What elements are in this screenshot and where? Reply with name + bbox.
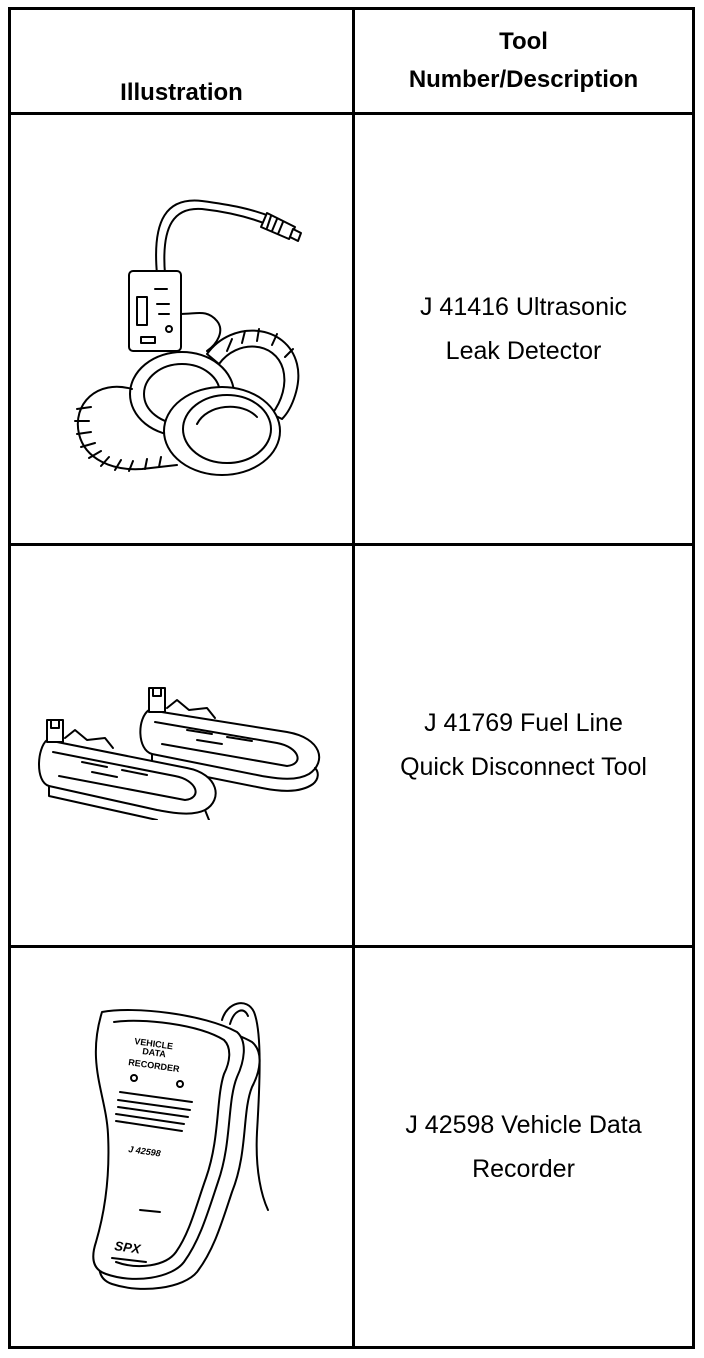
- table-row: J 41769 Fuel Line Quick Disconnect Tool: [8, 542, 695, 949]
- table-row: VEHICLE DATA RECORDER J 42598 SPX J 4259…: [8, 945, 695, 1349]
- tool-description-line1: J 41769 Fuel Line: [424, 709, 623, 738]
- tool-description-line1: J 42598 Vehicle Data: [405, 1111, 642, 1140]
- tool-description-cell: J 41769 Fuel Line Quick Disconnect Tool: [352, 542, 695, 949]
- header-tool-line2: Number/Description: [408, 65, 639, 93]
- tool-description-cell: J 41416 Ultrasonic Leak Detector: [352, 111, 695, 546]
- illustration-cell: [8, 111, 355, 546]
- header-tool-number: Tool Number/Description: [352, 7, 695, 115]
- device-model-label: J 42598: [127, 1144, 161, 1158]
- tool-description-cell: J 42598 Vehicle Data Recorder: [352, 945, 695, 1349]
- header-tool-line1: Tool: [499, 27, 548, 55]
- table-row: J 41416 Ultrasonic Leak Detector: [8, 111, 695, 546]
- device-label-line2: DATA: [141, 1046, 166, 1059]
- tool-description-line2: Leak Detector: [445, 336, 602, 365]
- fuel-line-disconnect-tool-icon: [37, 670, 327, 820]
- header-illustration: Illustration: [8, 7, 355, 115]
- tool-description-line2: Quick Disconnect Tool: [400, 753, 647, 782]
- vehicle-data-recorder-icon: VEHICLE DATA RECORDER J 42598 SPX: [72, 992, 292, 1302]
- tool-description-line2: Recorder: [472, 1155, 575, 1184]
- special-tools-table: Illustration Tool Number/Description: [8, 7, 695, 1349]
- ultrasonic-leak-detector-icon: [57, 179, 307, 479]
- device-brand-label: SPX: [113, 1238, 142, 1257]
- header-row: Illustration Tool Number/Description: [8, 7, 695, 115]
- illustration-cell: [8, 542, 355, 949]
- illustration-cell: VEHICLE DATA RECORDER J 42598 SPX: [8, 945, 355, 1349]
- tool-description-line1: J 41416 Ultrasonic: [419, 292, 628, 321]
- header-illustration-label: Illustration: [120, 78, 243, 106]
